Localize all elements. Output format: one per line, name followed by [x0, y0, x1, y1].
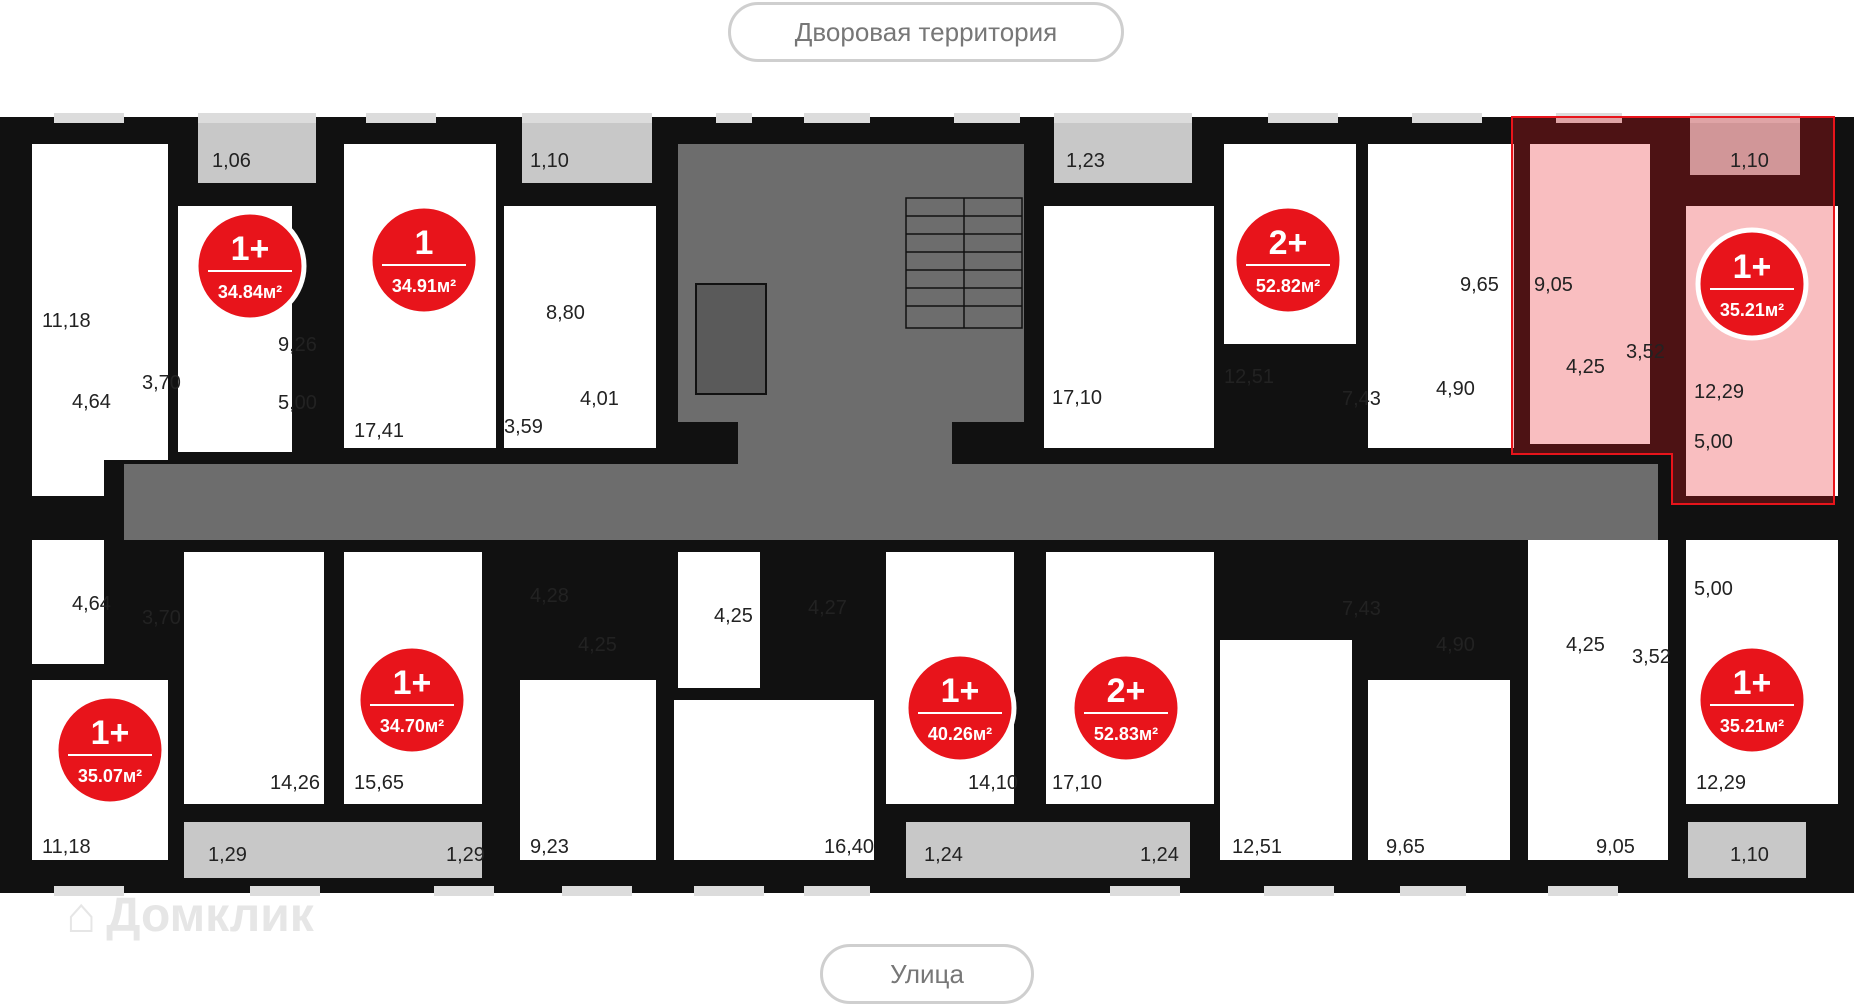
room-area-label: 1,23 [1066, 150, 1105, 172]
apartment-badge[interactable]: 1+ 35.07м² [53, 693, 167, 807]
apartment-badge[interactable]: 1+ 40.26м² [903, 651, 1017, 765]
room-area-label: 3,52 [1626, 341, 1665, 363]
badge-circle [193, 209, 307, 323]
badge-circle [903, 651, 1017, 765]
apartment-badge[interactable]: 1+ 35.21м² [1695, 227, 1809, 341]
room-area-label: 3,52 [1632, 646, 1671, 668]
room-area-label: 4,25 [1566, 634, 1605, 656]
room-area-label: 5,00 [278, 392, 317, 414]
room-area-label: 3,70 [142, 372, 181, 394]
badge-area-value: 34.84м² [218, 282, 282, 302]
room-area-label: 14,26 [270, 772, 320, 794]
room-area-label: 17,10 [1052, 387, 1102, 409]
watermark-house-icon: ⌂ [66, 887, 97, 943]
room-area-label: 1,24 [924, 844, 963, 866]
room-area-label: 4,64 [72, 593, 111, 615]
badge-circle [1695, 643, 1809, 757]
apartment-badge[interactable]: 1+ 35.21м² [1695, 643, 1809, 757]
room-area-label: 4,27 [808, 597, 847, 619]
badge-room-type: 1+ [91, 714, 130, 752]
badge-room-type: 1+ [1733, 248, 1772, 286]
room-area-label: 1,10 [1730, 844, 1769, 866]
room-area-label: 9,23 [530, 836, 569, 858]
room-area-label: 17,10 [1052, 772, 1102, 794]
badge-area-value: 35.07м² [78, 766, 142, 786]
room-area-label: 4,90 [1436, 634, 1475, 656]
staircase [905, 197, 1023, 329]
badge-room-type: 1 [415, 224, 434, 262]
room-area-label: 4,25 [578, 634, 617, 656]
room-area-label: 8,80 [546, 302, 585, 324]
room-area-label: 4,01 [580, 388, 619, 410]
room-area-label: 9,05 [1596, 836, 1635, 858]
badge-area-value: 34.70м² [380, 716, 444, 736]
room-area-label: 9,65 [1460, 274, 1499, 296]
badge-room-type: 2+ [1269, 224, 1308, 262]
room-area-label: 3,59 [504, 416, 543, 438]
room-area-label: 9,65 [1386, 836, 1425, 858]
badge-room-type: 1+ [393, 664, 432, 702]
badge-area-value: 35.21м² [1720, 300, 1784, 320]
room-area-label: 12,51 [1224, 366, 1274, 388]
room-area-label: 4,28 [530, 585, 569, 607]
courtyard-label: Дворовая территория [728, 2, 1124, 62]
badge-area-value: 35.21м² [1720, 716, 1784, 736]
selected-apartment[interactable] [1511, 116, 1835, 505]
room-area-label: 16,40 [824, 836, 874, 858]
apartment-badge[interactable]: 1+ 34.84м² [193, 209, 307, 323]
room-area-label: 1,10 [530, 150, 569, 172]
apartment-badge[interactable]: 2+ 52.83м² [1069, 651, 1183, 765]
room-area-label: 4,25 [714, 605, 753, 627]
apartment-badge[interactable]: 1 34.91м² [367, 203, 481, 317]
room-area-label: 1,10 [1730, 150, 1769, 172]
badge-circle [53, 693, 167, 807]
room-area-label: 11,18 [42, 310, 91, 332]
room-area-label: 17,41 [354, 420, 404, 442]
badge-circle [1695, 227, 1809, 341]
room-area-label: 9,26 [278, 334, 317, 356]
badge-circle [1231, 203, 1345, 317]
room-area-label: 14,10 [968, 772, 1018, 794]
room-area-label: 15,65 [354, 772, 404, 794]
room-area-label: 12,51 [1232, 836, 1282, 858]
apartment-badge[interactable]: 2+ 52.82м² [1231, 203, 1345, 317]
room-area-label: 5,00 [1694, 578, 1733, 600]
room-area-label: 9,05 [1534, 274, 1573, 296]
balconies [184, 123, 1806, 878]
badge-circle [355, 643, 469, 757]
badge-circle [1069, 651, 1183, 765]
badge-area-value: 40.26м² [928, 724, 992, 744]
room-area-label: 4,25 [1566, 356, 1605, 378]
room-area-label: 5,00 [1694, 431, 1733, 453]
room-area-label: 4,90 [1436, 378, 1475, 400]
badge-room-type: 1+ [941, 672, 980, 710]
badge-room-type: 1+ [231, 230, 270, 268]
room-area-label: 11,18 [42, 836, 91, 858]
room-area-label: 12,29 [1696, 772, 1746, 794]
badge-area-value: 34.91м² [392, 276, 456, 296]
apartment-badge[interactable]: 1+ 34.70м² [355, 643, 469, 757]
room-area-label: 7,43 [1342, 598, 1381, 620]
badge-circle [367, 203, 481, 317]
street-label: Улица [820, 944, 1034, 1004]
room-area-label: 1,06 [212, 150, 251, 172]
room-area-label: 3,70 [142, 607, 181, 629]
common-area [124, 144, 1658, 540]
room-area-label: 7,43 [1342, 388, 1381, 410]
badge-area-value: 52.82м² [1256, 276, 1320, 296]
badge-area-value: 52.83м² [1094, 724, 1158, 744]
room-area-label: 4,64 [72, 391, 111, 413]
elevator [695, 283, 767, 395]
badge-room-type: 1+ [1733, 664, 1772, 702]
room-area-label: 12,29 [1694, 381, 1744, 403]
badge-room-type: 2+ [1107, 672, 1146, 710]
room-area-label: 1,24 [1140, 844, 1179, 866]
watermark: ⌂ Домклик [66, 886, 314, 944]
watermark-text: Домклик [106, 888, 314, 942]
room-area-label: 1,29 [446, 844, 485, 866]
room-area-label: 1,29 [208, 844, 247, 866]
